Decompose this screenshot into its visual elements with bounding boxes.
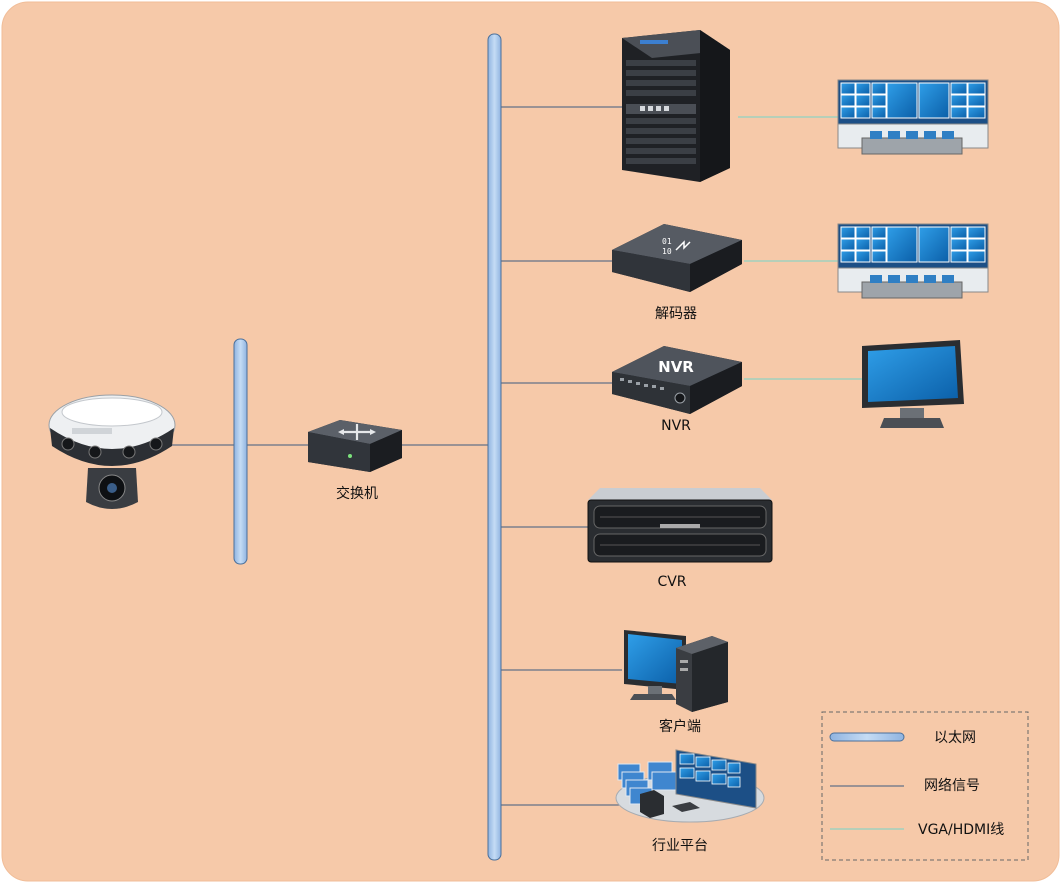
- platform-label: 行业平台: [652, 838, 708, 854]
- nvr-badge: NVR: [658, 358, 694, 376]
- legend-vga-label: VGA/HDMI线: [918, 822, 1004, 838]
- cvr-icon: [587, 488, 773, 563]
- video-wall-icon: [837, 79, 989, 155]
- client-pc-icon: [624, 630, 728, 712]
- legend-network-label: 网络信号: [924, 778, 980, 794]
- monitor-icon: [862, 340, 964, 428]
- ethernet-bus-main: [487, 33, 502, 861]
- client-label: 客户端: [659, 718, 701, 735]
- vga-lines: [738, 116, 862, 380]
- camera-icon: [48, 394, 176, 509]
- legend-ethernet-swatch: [829, 732, 905, 742]
- nvr-icon: [612, 346, 742, 414]
- switch-icon: [308, 420, 402, 472]
- platform-icon: [615, 749, 765, 823]
- legend-box: [821, 711, 1029, 861]
- network-lines: [172, 106, 622, 806]
- cvr-label: CVR: [657, 574, 686, 590]
- nvr-label: NVR: [661, 418, 691, 434]
- svg-text:01: 01: [662, 237, 672, 246]
- switch-label: 交换机: [336, 485, 378, 502]
- legend: 以太网 网络信号 VGA/HDMI线: [821, 711, 1029, 861]
- svg-text:10: 10: [662, 247, 672, 256]
- decoder-label: 解码器: [655, 306, 697, 322]
- legend-ethernet-label: 以太网: [934, 730, 976, 746]
- server-icon: [622, 30, 730, 182]
- decoder-icon: 01 10: [612, 224, 742, 292]
- video-wall-icon: [837, 223, 989, 299]
- ethernet-bus-short: [233, 338, 248, 565]
